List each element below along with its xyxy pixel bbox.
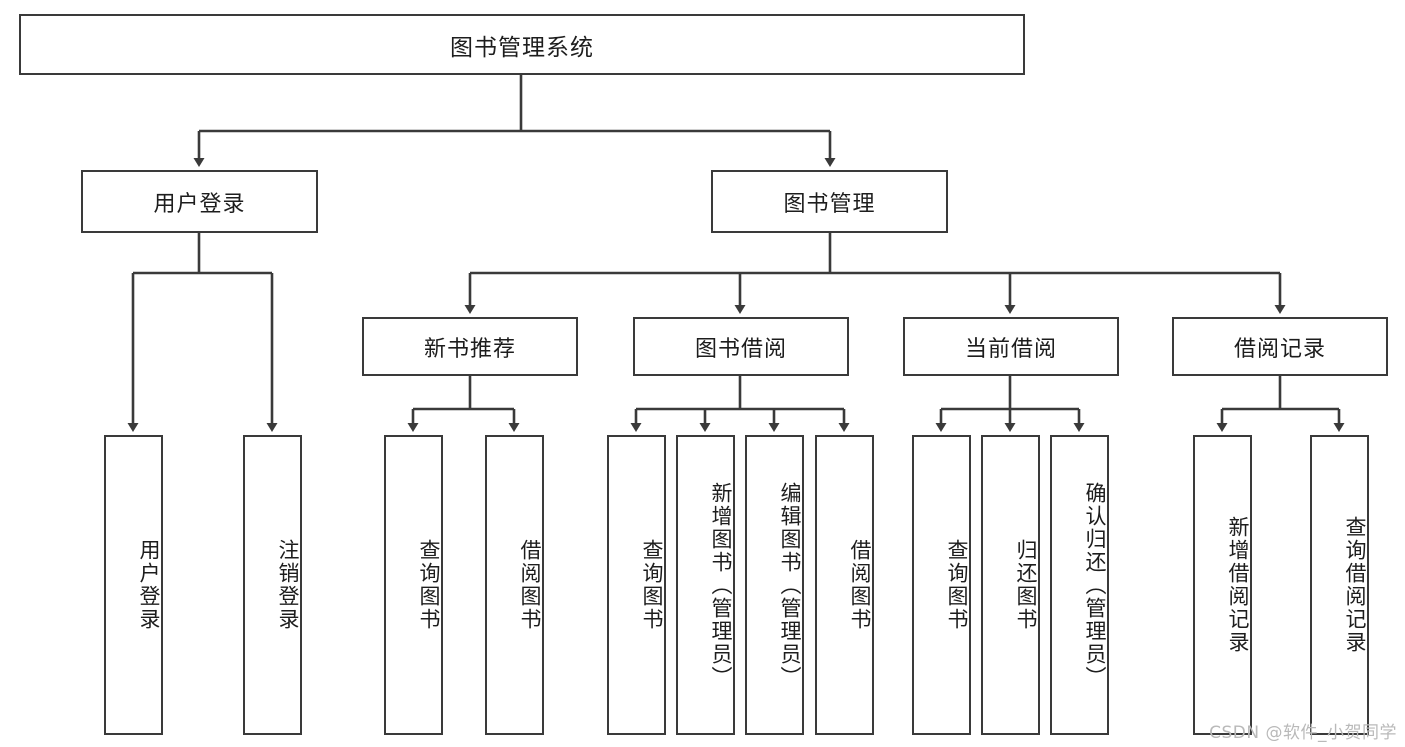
leaf-logout-label: 注销登录 — [276, 539, 300, 631]
leaf-query-book-2[interactable]: 查询图书 — [607, 435, 666, 735]
leaf-borrow-book-2[interactable]: 借阅图书 — [815, 435, 874, 735]
leaf-query-book-2-label: 查询图书 — [640, 539, 664, 631]
leaf-confirm-return[interactable]: 确认归还（管理员） — [1050, 435, 1109, 735]
leaf-add-record-label: 新增借阅记录 — [1226, 516, 1250, 654]
node-book-manage[interactable]: 图书管理 — [711, 170, 948, 233]
leaf-borrow-book-1-label: 借阅图书 — [518, 539, 542, 631]
leaf-add-book-label: 新增图书（管理员） — [709, 481, 733, 689]
watermark: CSDN @软件_小贺同学 — [1209, 723, 1397, 743]
node-user-login[interactable]: 用户登录 — [81, 170, 318, 233]
node-borrow-record-label: 借阅记录 — [1233, 336, 1326, 362]
leaf-return-book[interactable]: 归还图书 — [981, 435, 1040, 735]
node-current-borrow-label: 当前借阅 — [964, 336, 1057, 362]
leaf-query-record[interactable]: 查询借阅记录 — [1310, 435, 1369, 735]
node-borrow-record[interactable]: 借阅记录 — [1172, 317, 1388, 376]
leaf-query-book-3-label: 查询图书 — [945, 539, 969, 631]
leaf-borrow-book-1[interactable]: 借阅图书 — [485, 435, 544, 735]
node-book-borrow[interactable]: 图书借阅 — [633, 317, 849, 376]
node-current-borrow[interactable]: 当前借阅 — [903, 317, 1119, 376]
node-book-manage-label: 图书管理 — [783, 191, 876, 217]
leaf-return-book-label: 归还图书 — [1014, 539, 1038, 631]
leaf-borrow-book-2-label: 借阅图书 — [848, 539, 872, 631]
leaf-user-login[interactable]: 用户登录 — [104, 435, 163, 735]
leaf-edit-book[interactable]: 编辑图书（管理员） — [745, 435, 804, 735]
leaf-query-book-1[interactable]: 查询图书 — [384, 435, 443, 735]
node-user-login-label: 用户登录 — [153, 191, 246, 217]
leaf-add-record[interactable]: 新增借阅记录 — [1193, 435, 1252, 735]
leaf-query-book-1-label: 查询图书 — [417, 539, 441, 631]
node-root[interactable]: 图书管理系统 — [19, 14, 1025, 75]
leaf-query-record-label: 查询借阅记录 — [1343, 516, 1367, 654]
node-book-borrow-label: 图书借阅 — [694, 336, 787, 362]
leaf-add-book[interactable]: 新增图书（管理员） — [676, 435, 735, 735]
node-new-book-rec[interactable]: 新书推荐 — [362, 317, 578, 376]
node-new-book-rec-label: 新书推荐 — [423, 336, 516, 362]
leaf-edit-book-label: 编辑图书（管理员） — [778, 481, 802, 689]
leaf-user-login-label: 用户登录 — [137, 539, 161, 631]
node-root-label: 图书管理系统 — [450, 34, 594, 61]
leaf-query-book-3[interactable]: 查询图书 — [912, 435, 971, 735]
leaf-logout[interactable]: 注销登录 — [243, 435, 302, 735]
leaf-confirm-return-label: 确认归还（管理员） — [1083, 481, 1107, 689]
